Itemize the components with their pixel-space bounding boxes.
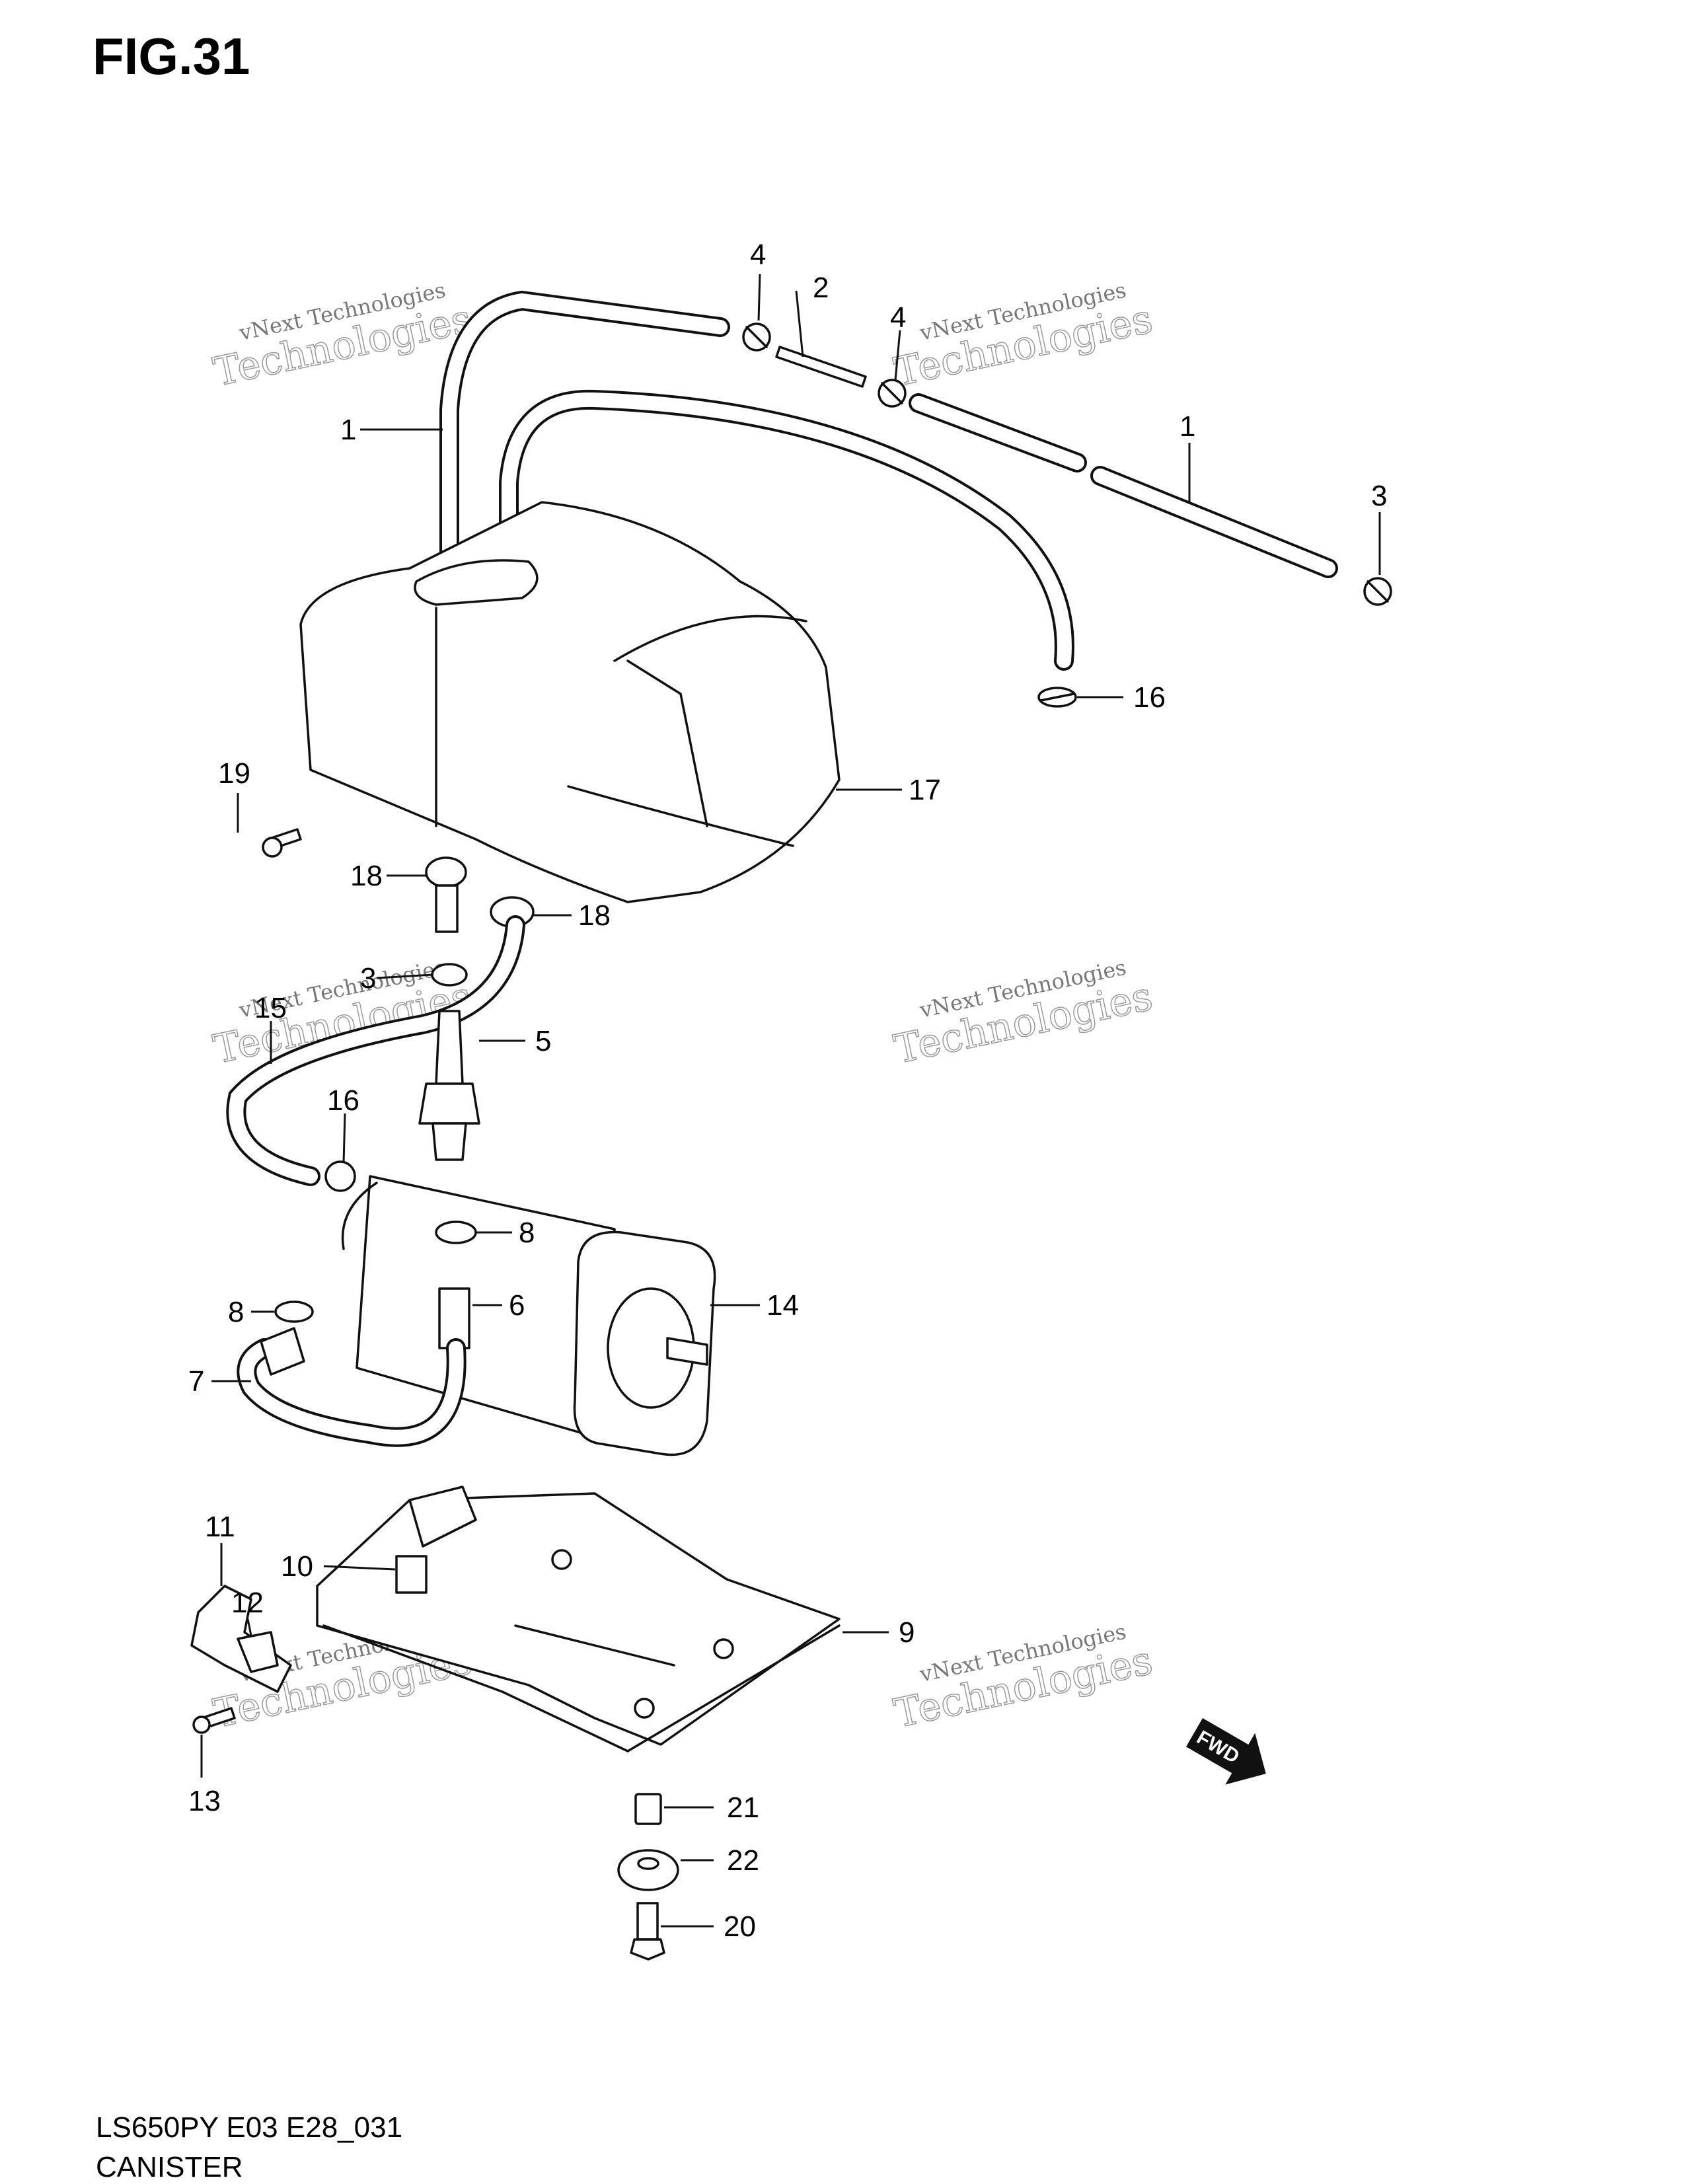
callout-20: 20	[724, 1910, 756, 1943]
watermark-layer: vNext Technologies Technologies vNext Te…	[209, 278, 1156, 1738]
callout-15: 15	[254, 992, 287, 1024]
figure-name: CANISTER	[96, 2151, 243, 2183]
callout-6: 6	[509, 1289, 525, 1322]
collar-21	[634, 1793, 662, 1825]
grommet-18-left	[425, 856, 467, 933]
clamp-4-right	[878, 379, 907, 408]
figure-code: LS650PY E03 E28_031	[96, 2111, 403, 2144]
callouts: 1 1 2 3 3 4 4 5 6 7 8 8 9 10 11 12 13 14…	[188, 239, 1387, 1943]
purge-hose-15	[226, 915, 525, 1186]
cushion-22	[617, 1849, 679, 1891]
callout-1: 1	[1180, 410, 1195, 443]
watermark: vNext Technologies Technologies	[889, 278, 1156, 396]
upper-hose-right	[499, 389, 1074, 671]
figure-title: FIG.31	[93, 27, 250, 85]
callout-2: 2	[813, 272, 829, 304]
canister-bracket-9	[316, 1486, 841, 1752]
fwd-arrow: FWD	[1186, 1718, 1266, 1785]
callout-16: 16	[327, 1084, 359, 1117]
callout-8: 8	[519, 1217, 535, 1249]
callout-22: 22	[727, 1844, 759, 1877]
callout-19: 19	[218, 757, 250, 790]
callout-11: 11	[205, 1511, 235, 1543]
clamp-3-mid	[431, 963, 468, 987]
callout-18: 18	[350, 860, 383, 892]
watermark: vNext Technologies Technologies	[209, 278, 476, 396]
clamp-4-left	[742, 322, 771, 352]
check-valve-5	[418, 1010, 480, 1161]
hose-7	[237, 1327, 467, 1447]
leader-lines	[200, 274, 1381, 1928]
canister-cover	[299, 501, 841, 903]
watermark: vNext Technologies Technologies	[889, 955, 1156, 1074]
callout-21: 21	[727, 1791, 759, 1824]
upper-hose-left	[439, 290, 730, 578]
callout-7: 7	[188, 1365, 204, 1398]
callout-13: 13	[188, 1785, 221, 1817]
clamp-8-left	[274, 1300, 314, 1323]
bolt-20	[630, 1902, 665, 1961]
callout-4: 4	[750, 239, 766, 271]
callout-9: 9	[899, 1616, 915, 1649]
callout-3: 3	[360, 962, 376, 995]
callout-18: 18	[578, 899, 611, 932]
callout-8: 8	[228, 1296, 244, 1328]
screw-13	[192, 1707, 236, 1734]
watermark: vNext Technologies Technologies	[889, 1619, 1156, 1738]
screw-19	[262, 828, 302, 858]
callout-10: 10	[281, 1550, 313, 1583]
callout-3: 3	[1371, 480, 1387, 512]
clamp-16-top	[1037, 687, 1077, 708]
clip-12	[237, 1631, 279, 1673]
breather-hose-right	[909, 393, 1338, 578]
callout-17: 17	[909, 774, 941, 806]
callout-4: 4	[890, 301, 906, 334]
clamp-16-mid	[324, 1160, 356, 1192]
callout-5: 5	[535, 1025, 551, 1057]
joint-pipe	[775, 346, 867, 388]
callout-12: 12	[231, 1587, 264, 1619]
clamp-3-right	[1363, 577, 1392, 606]
cushion-10	[395, 1555, 428, 1594]
canister-body	[341, 1175, 716, 1456]
callout-14: 14	[767, 1289, 799, 1322]
clamp-8-mid	[435, 1221, 477, 1244]
callout-16: 16	[1133, 681, 1166, 714]
callout-1: 1	[340, 414, 356, 446]
